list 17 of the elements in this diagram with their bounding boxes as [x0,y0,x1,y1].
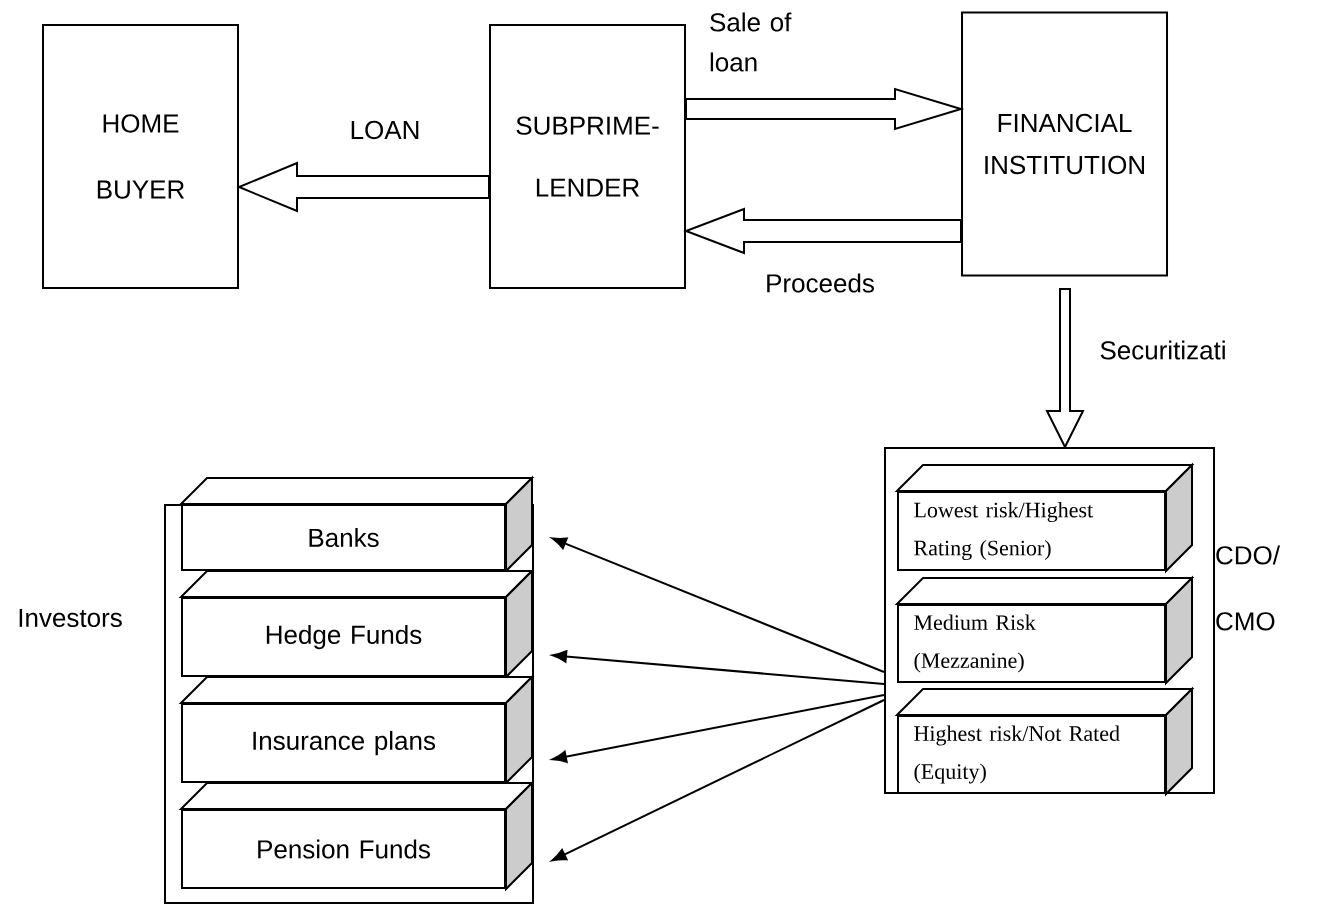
arrow [551,694,885,763]
edge-label: LOAN [351,120,419,140]
arrow [551,537,885,673]
side-label: Investors [19,608,122,628]
process-box: FINANCIAL INSTITUTION [961,11,1168,277]
process-box: HOME BUYER [42,24,239,289]
block-arrow [1045,288,1085,450]
process-box: SUBPRIME- LENDER [489,24,686,289]
edge-label: Sale of loan [710,12,792,72]
edge-label: Securitizati [1100,340,1225,360]
block-arrow [683,207,962,255]
arrow [551,699,885,862]
block-arrow [685,87,965,131]
block-arrow [236,161,490,213]
edge-label: Proceeds [767,273,874,293]
arrow [552,650,885,685]
side-label: CDO/ CMO [1216,545,1280,631]
